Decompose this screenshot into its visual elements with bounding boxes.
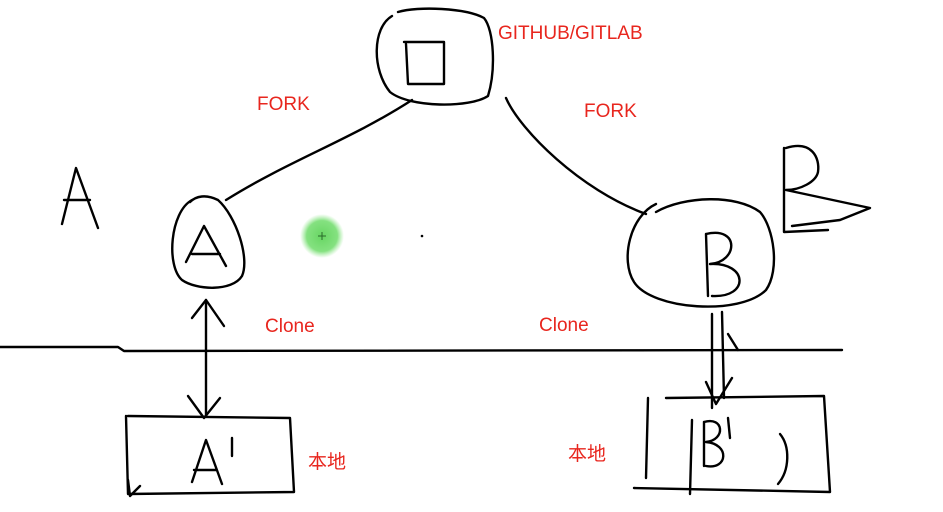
clone-label-right: Clone: [539, 315, 589, 336]
fork-label-right: FORK: [584, 101, 637, 122]
clone-label-left: Clone: [265, 316, 315, 337]
fork-b-node: [626, 198, 776, 308]
local-a-box: [124, 414, 296, 498]
user-a-letter: [60, 166, 100, 230]
local-b-box: [632, 394, 832, 496]
hub-label: GITHUB/GITLAB: [498, 23, 643, 44]
local-label-left: 本地: [308, 452, 347, 473]
stray-dot: [420, 234, 424, 238]
cursor-crosshair-icon: [318, 232, 326, 240]
fork-label-left: FORK: [257, 94, 310, 115]
fork-line-right: [504, 96, 648, 216]
local-label-right: 本地: [568, 444, 607, 465]
fork-line-left: [224, 98, 414, 202]
fork-a-node: [171, 195, 246, 289]
user-b-letter: [782, 144, 872, 234]
origin-repo-node: [375, 7, 495, 106]
clone-arrow-left: [186, 298, 226, 420]
clone-arrow-right: [704, 310, 740, 410]
remote-local-divider: [0, 345, 844, 353]
